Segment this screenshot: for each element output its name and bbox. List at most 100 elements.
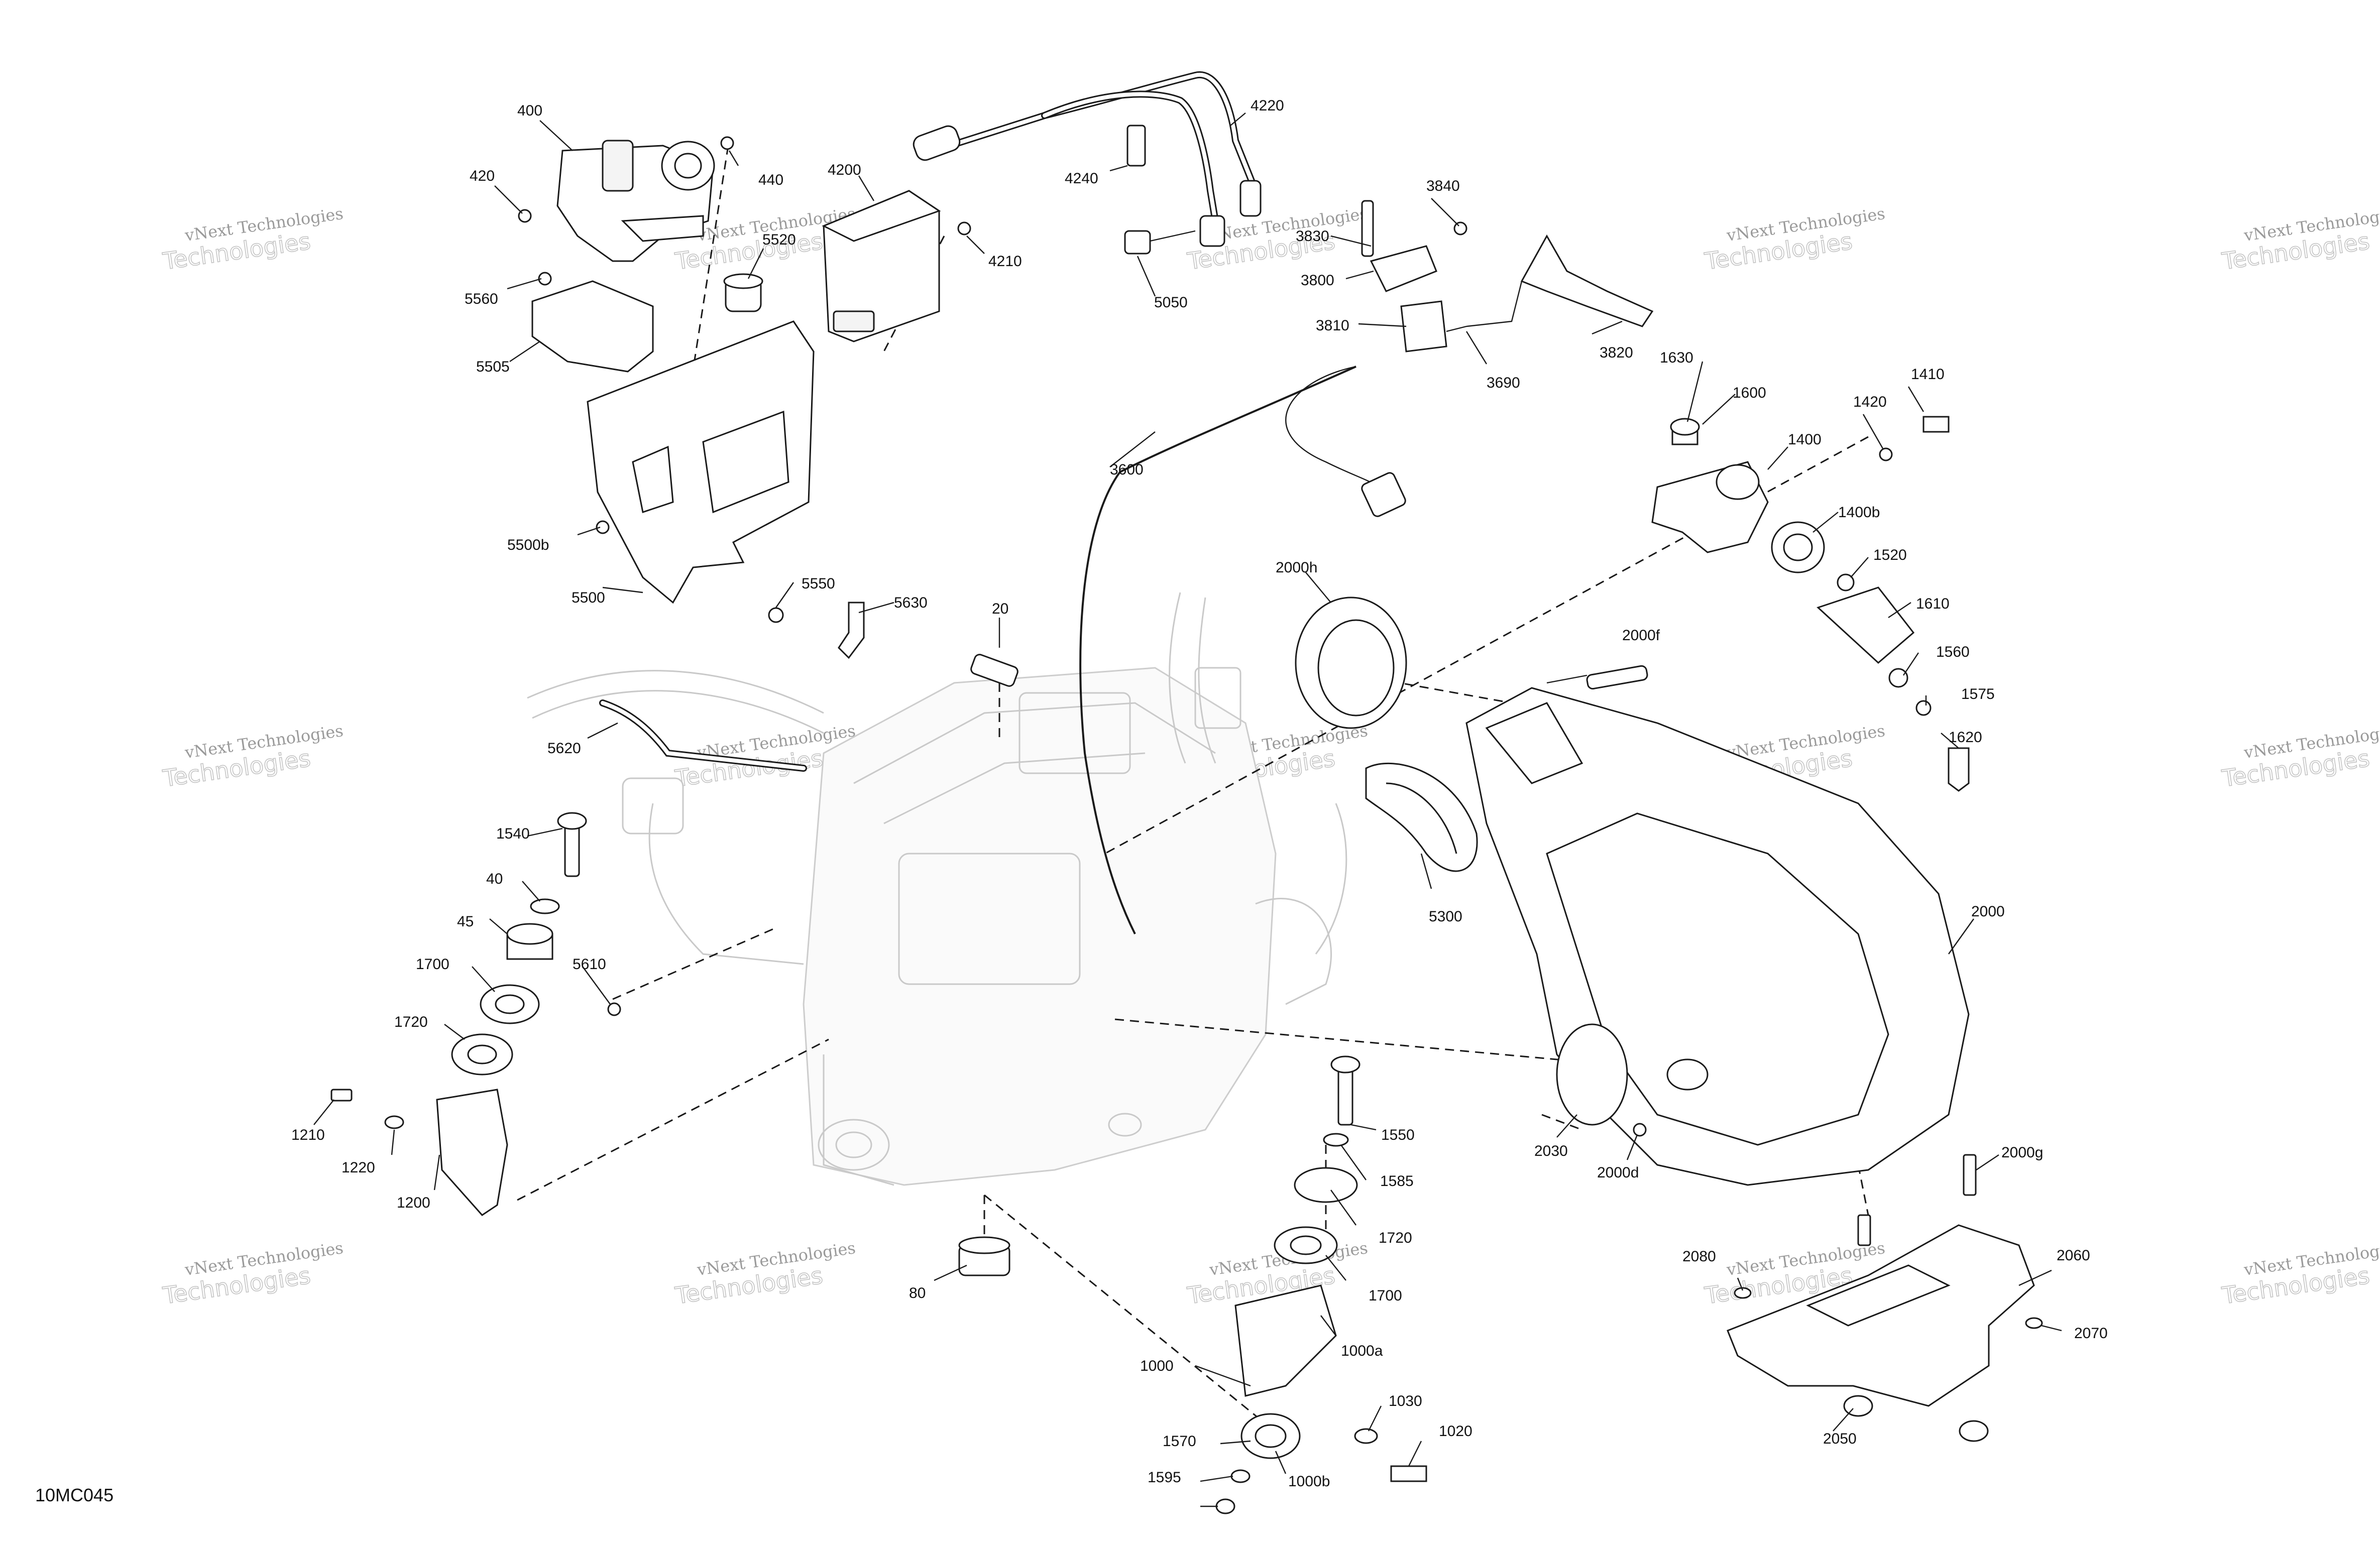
callout-label: 420 bbox=[470, 168, 495, 184]
callout-label: 1595 bbox=[1148, 1469, 1181, 1486]
left-mount-stack-part bbox=[330, 812, 587, 1216]
callout-label: 1030 bbox=[1389, 1393, 1422, 1409]
engine-ghost bbox=[527, 592, 1347, 1186]
ecu-module-part bbox=[822, 190, 941, 342]
screw-part bbox=[720, 136, 734, 150]
intake-duct-part bbox=[1365, 762, 1478, 872]
callout-label: 1585 bbox=[1380, 1173, 1414, 1190]
callout-label: 3830 bbox=[1296, 228, 1329, 245]
watermark: vNext Technologies Technologies bbox=[2220, 1238, 2380, 1310]
callout-label: 40 bbox=[486, 871, 503, 887]
callout-label: 2000d bbox=[1597, 1164, 1639, 1181]
seal-ring-part bbox=[1295, 597, 1407, 729]
callout-label: 2000g bbox=[2001, 1144, 2043, 1161]
callout-label: 2000 bbox=[1971, 903, 2005, 920]
watermark: vNext Technologies Technologies bbox=[673, 1238, 857, 1310]
watermark: vNext Technologies Technologies bbox=[161, 721, 345, 792]
grommet-part bbox=[723, 273, 763, 312]
callout-labels: 400 420 440 4200 5520 4210 4220 4240 505… bbox=[291, 97, 2108, 1490]
callout-label: 20 bbox=[992, 601, 1008, 617]
leader-lines bbox=[313, 112, 2062, 1507]
watermark: vNext Technologies Technologies bbox=[161, 204, 345, 275]
callout-label: 1000 bbox=[1140, 1358, 1174, 1374]
pin-part bbox=[970, 654, 1018, 687]
drawing-code: 10MC045 bbox=[35, 1485, 114, 1505]
callout-label: 1540 bbox=[496, 825, 530, 842]
mount-bracket-part bbox=[1520, 234, 1654, 327]
battery-tray-part bbox=[1727, 1154, 2043, 1442]
callout-label: 45 bbox=[457, 913, 474, 930]
callout-label: 1575 bbox=[1961, 686, 1995, 702]
callout-label: 1400 bbox=[1788, 431, 1822, 448]
callout-label: 2000f bbox=[1622, 627, 1660, 644]
callout-label: 1560 bbox=[1936, 644, 1970, 660]
sensor-bracket-part bbox=[1361, 200, 1447, 352]
callout-label: 1520 bbox=[1873, 547, 1907, 563]
screw-part bbox=[957, 221, 971, 235]
callout-label: 4220 bbox=[1251, 97, 1284, 114]
mount-plate-part bbox=[1817, 573, 1970, 792]
screw-part bbox=[768, 607, 784, 623]
screw-part bbox=[1453, 221, 1467, 235]
callout-label: 1720 bbox=[1379, 1230, 1412, 1246]
airbox-part bbox=[1465, 687, 1970, 1186]
callout-label: 3840 bbox=[1426, 178, 1460, 194]
callout-label: 1620 bbox=[1949, 729, 1982, 746]
callout-label: 2060 bbox=[2057, 1247, 2090, 1264]
callout-label: 5500 bbox=[572, 589, 605, 606]
assembly-lines bbox=[517, 145, 1970, 1437]
callout-label: 2050 bbox=[1823, 1431, 1857, 1447]
callout-label: 2030 bbox=[1534, 1143, 1568, 1159]
watermark: vNext Technologies Technologies bbox=[1703, 204, 1886, 275]
callout-label: 1020 bbox=[1439, 1423, 1472, 1440]
callout-label: 1400b bbox=[1838, 504, 1880, 521]
callout-label: 1550 bbox=[1381, 1127, 1415, 1143]
callout-label: 5050 bbox=[1154, 294, 1188, 311]
callout-label: 1200 bbox=[397, 1195, 430, 1211]
nut-part bbox=[1633, 1123, 1647, 1137]
bumper-part bbox=[958, 1236, 1010, 1276]
watermark: vNext Technologies Technologies bbox=[161, 1238, 345, 1310]
callout-label: 1420 bbox=[1853, 394, 1887, 410]
bottom-mount-stack-part bbox=[1215, 1055, 1427, 1514]
callout-label: 1000a bbox=[1341, 1343, 1383, 1359]
sensor-cable-part bbox=[1446, 261, 1537, 332]
callout-label: 2000h bbox=[1276, 559, 1317, 576]
callout-label: 3690 bbox=[1487, 375, 1520, 391]
callout-label: 3820 bbox=[1600, 344, 1633, 361]
callout-label: 1700 bbox=[416, 956, 449, 973]
callout-label: 1700 bbox=[1369, 1287, 1402, 1304]
callout-label: 5500b bbox=[507, 537, 549, 553]
callout-label: 4200 bbox=[828, 162, 861, 178]
screw-part bbox=[607, 1002, 621, 1016]
callout-label: 1600 bbox=[1733, 385, 1766, 401]
actuator-part bbox=[556, 140, 715, 262]
throttle-cable-part bbox=[1079, 366, 1406, 934]
callout-label: 1000b bbox=[1288, 1473, 1330, 1490]
callout-label: 4240 bbox=[1065, 170, 1098, 187]
callout-label: 1720 bbox=[394, 1014, 428, 1030]
callout-label: 3810 bbox=[1316, 317, 1349, 334]
callout-label: 440 bbox=[758, 172, 783, 188]
callout-label: 1610 bbox=[1916, 596, 1950, 612]
callout-label: 2080 bbox=[1682, 1248, 1716, 1265]
callout-label: 3600 bbox=[1110, 461, 1144, 478]
heat-shield-plate-part bbox=[531, 280, 815, 604]
callout-label: 1570 bbox=[1163, 1433, 1196, 1450]
gasket-strip-part bbox=[1586, 665, 1648, 690]
callout-label: 5560 bbox=[465, 291, 498, 307]
callout-label: 1220 bbox=[342, 1159, 375, 1176]
connector-part bbox=[1124, 230, 1196, 255]
screw-part bbox=[538, 272, 552, 286]
callout-label: 3800 bbox=[1301, 272, 1334, 289]
callout-label: 1630 bbox=[1660, 349, 1693, 366]
hose-part bbox=[838, 602, 865, 659]
callout-label: 5505 bbox=[476, 359, 510, 375]
watermark: vNext Technologies Technologies bbox=[2220, 204, 2380, 275]
clamp-part bbox=[1556, 1023, 1628, 1126]
harness-clip-part bbox=[1126, 125, 1146, 167]
callout-label: 5520 bbox=[762, 231, 796, 248]
callout-label: 1410 bbox=[1911, 366, 1945, 383]
callout-label: 5300 bbox=[1429, 908, 1462, 925]
